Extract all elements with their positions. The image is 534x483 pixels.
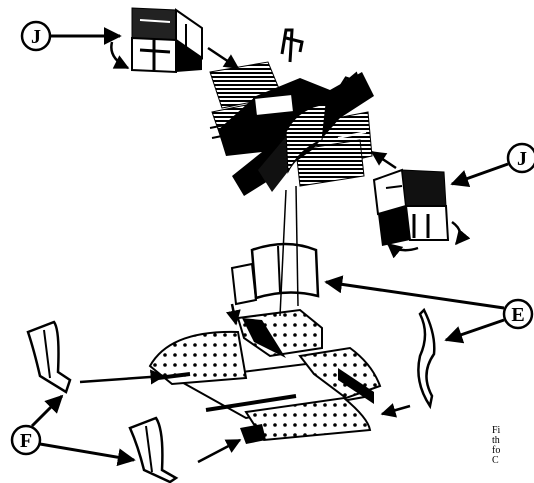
- left-panel-upper: [26, 320, 72, 394]
- top-left-box-assembly: [131, 7, 203, 74]
- central-craft-assembly: [209, 28, 374, 196]
- callout-label-j-top: J: [31, 26, 41, 48]
- leader-arrows: [79, 41, 471, 464]
- right-box-assembly: [372, 168, 450, 246]
- e-panel-upper: [230, 242, 320, 306]
- right-panel: [417, 307, 436, 410]
- callout-label-e-right: E: [511, 304, 524, 326]
- callout-label-f-left: F: [20, 430, 32, 452]
- callout-f-left: F: [10, 394, 136, 467]
- callout-e-right: E: [324, 275, 534, 344]
- lower-platform: [148, 308, 382, 444]
- callout-j-right: J: [450, 142, 534, 188]
- caption-fragment: Fi th fo C: [492, 426, 501, 466]
- left-panel-lower: [128, 416, 179, 483]
- callout-label-j-right: J: [517, 148, 527, 170]
- callout-j-top: J: [20, 20, 122, 52]
